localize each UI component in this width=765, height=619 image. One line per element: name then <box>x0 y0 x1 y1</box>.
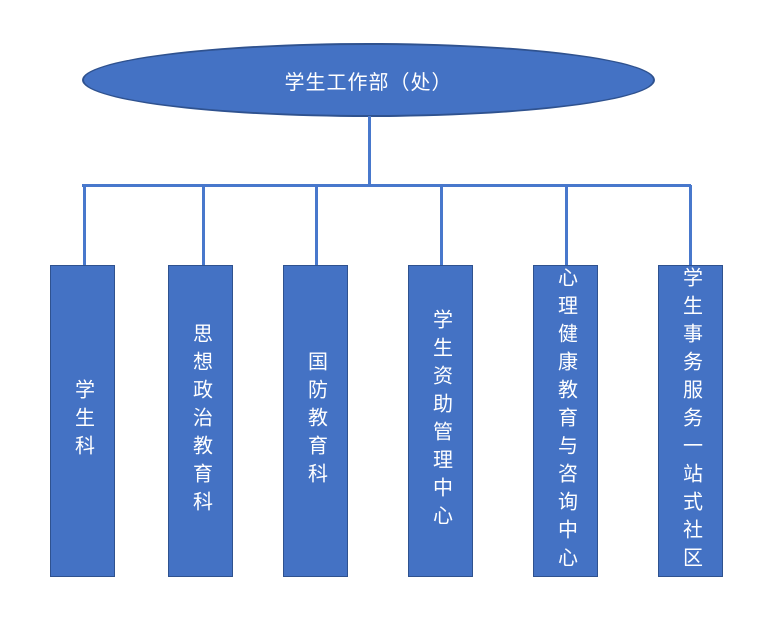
dept-box-2: 思想政治教育科 <box>168 265 233 577</box>
dept-box-1: 学生科 <box>50 265 115 577</box>
dept-label-6: 学生事务服务一站式社区 <box>679 267 702 575</box>
dept-label-1: 学生科 <box>71 379 94 463</box>
root-node-label: 学生工作部（处） <box>284 71 453 94</box>
dept-label-2: 思想政治教育科 <box>189 323 212 519</box>
drop-connector-1 <box>83 185 86 265</box>
drop-connector-3 <box>315 185 318 265</box>
dept-box-4: 学生资助管理中心 <box>408 265 473 577</box>
stem-connector <box>368 116 371 185</box>
drop-connector-2 <box>202 185 205 265</box>
root-node-ellipse: 学生工作部（处） <box>82 43 655 117</box>
dept-box-3: 国防教育科 <box>283 265 348 577</box>
dept-box-6: 学生事务服务一站式社区 <box>658 265 723 577</box>
dept-label-3: 国防教育科 <box>304 351 327 491</box>
drop-connector-6 <box>689 185 692 265</box>
dept-label-5: 心理健康教育与咨询中心 <box>554 267 577 575</box>
dept-label-4: 学生资助管理中心 <box>429 309 452 533</box>
dept-box-5: 心理健康教育与咨询中心 <box>533 265 598 577</box>
horizontal-bus-connector <box>82 184 691 187</box>
drop-connector-5 <box>565 185 568 265</box>
drop-connector-4 <box>440 185 443 265</box>
